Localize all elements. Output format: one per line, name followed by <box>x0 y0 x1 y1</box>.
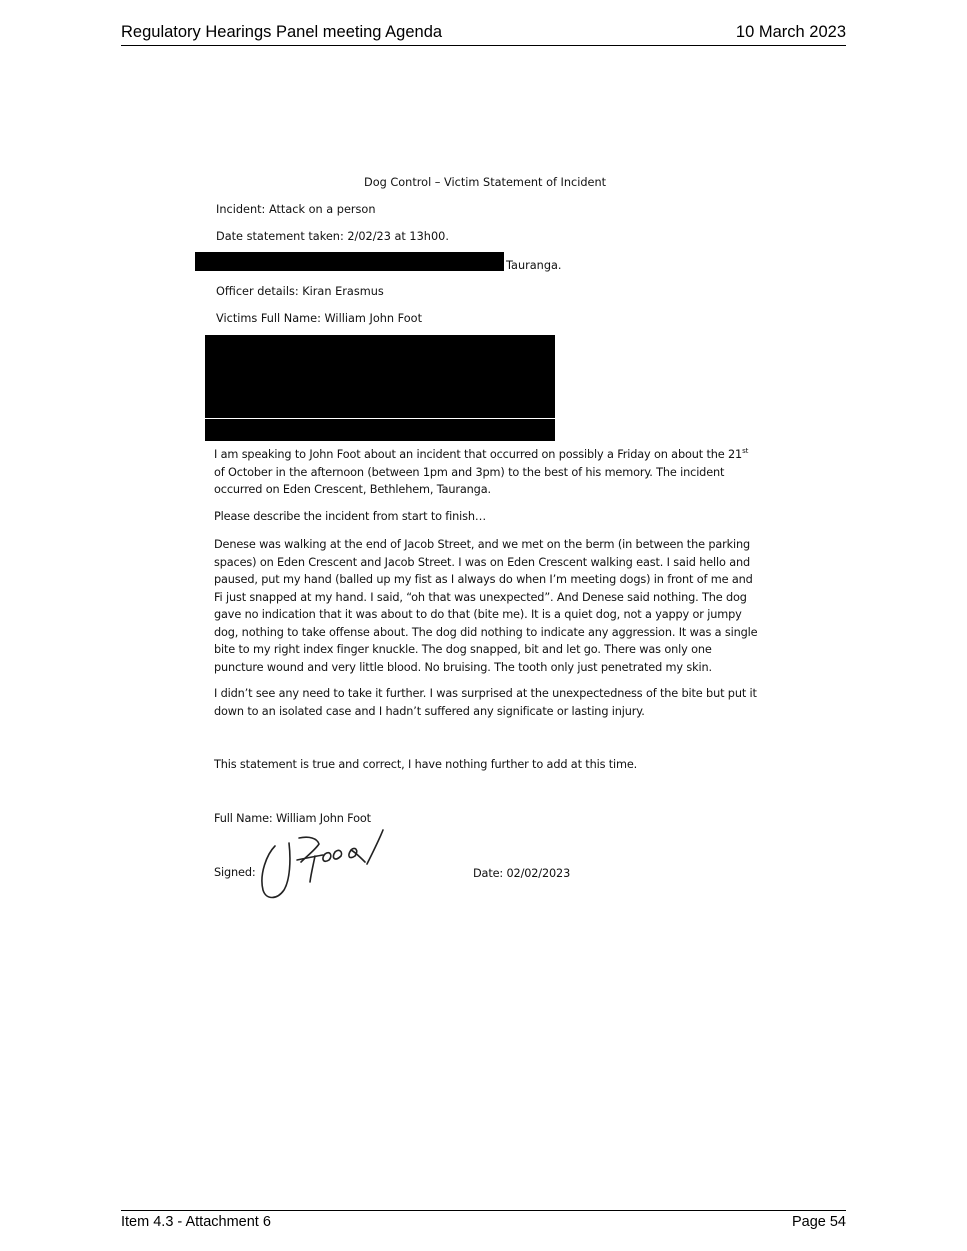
meeting-date: 10 March 2023 <box>735 23 846 41</box>
redaction-block-lower <box>205 419 555 441</box>
page-footer: Item 4.3 - Attachment 6 Page 54 <box>121 1210 846 1230</box>
account-paragraph: Denese was walking at the end of Jacob S… <box>214 538 758 674</box>
incident-line: Incident: Attack on a person <box>216 203 376 216</box>
intro-superscript: st <box>742 447 749 456</box>
location-suffix: Tauranga. <box>506 259 562 272</box>
signature-image <box>261 829 384 899</box>
meeting-title: Regulatory Hearings Panel meeting Agenda <box>121 23 443 41</box>
intro-text-a: I am speaking to John Foot about an inci… <box>214 448 743 461</box>
page-number: Page 54 <box>791 1214 846 1230</box>
redaction-address <box>195 252 504 271</box>
officer-line: Officer details: Kiran Erasmus <box>216 285 384 298</box>
date-signed: Date: 02/02/2023 <box>473 867 571 880</box>
full-name-line: Full Name: William John Foot <box>214 812 371 825</box>
victim-name-line: Victims Full Name: William John Foot <box>216 312 423 325</box>
attachment-reference: Item 4.3 - Attachment 6 <box>121 1214 271 1230</box>
signed-label: Signed: <box>214 866 256 879</box>
page-header: Regulatory Hearings Panel meeting Agenda… <box>121 23 846 46</box>
date-taken-line: Date statement taken: 2/02/23 at 13h00. <box>216 230 449 243</box>
prompt-line: Please describe the incident from start … <box>214 510 487 523</box>
statement-heading: Dog Control – Victim Statement of Incide… <box>364 176 607 189</box>
follow-up-paragraph: I didn’t see any need to take it further… <box>214 687 757 718</box>
intro-text-b: of October in the afternoon (between 1pm… <box>214 465 725 497</box>
intro-paragraph: I am speaking to John Foot about an inci… <box>214 446 759 499</box>
declaration-line: This statement is true and correct, I ha… <box>214 758 638 771</box>
redaction-block-upper <box>205 335 555 418</box>
